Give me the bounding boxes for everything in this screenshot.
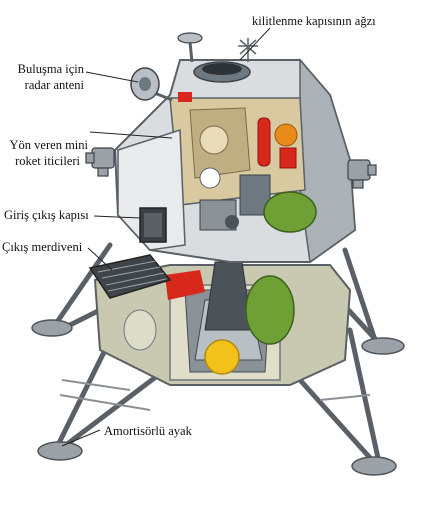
thrusters-label-line1: Yön veren mini bbox=[9, 138, 88, 152]
egress-hatch-label: Giriş çıkış kapısı bbox=[4, 208, 89, 222]
shock-absorber-leg-label: Amortisörlü ayak bbox=[104, 424, 192, 438]
exit-ladder-label: Çıkış merdiveni bbox=[2, 240, 83, 254]
foot-pads bbox=[31, 319, 405, 476]
exit-ladder bbox=[88, 254, 172, 299]
radar-antenna-label-line2: radar anteni bbox=[24, 78, 84, 92]
docking-hatch-label: kilitlenme kapısının ağzı bbox=[252, 14, 376, 28]
thrusters-label-line2: roket iticileri bbox=[15, 154, 80, 168]
ascent-stage bbox=[113, 57, 357, 264]
radar-antenna-label-line1: Buluşma için bbox=[17, 62, 84, 76]
descent-stage bbox=[93, 261, 352, 386]
top-antennas bbox=[177, 32, 258, 63]
rcs-thrusters bbox=[85, 147, 377, 189]
leader-lines bbox=[61, 27, 271, 447]
radar-antenna bbox=[130, 67, 173, 102]
